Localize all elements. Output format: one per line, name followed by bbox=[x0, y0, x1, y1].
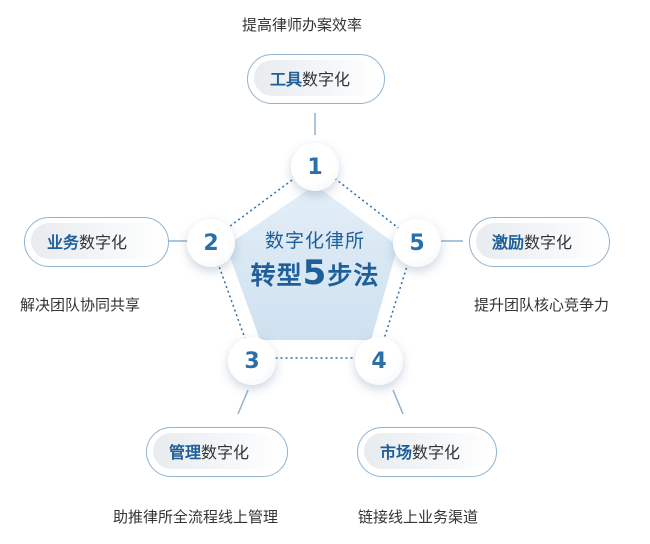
step-5-caption: 提升团队核心竞争力 bbox=[474, 296, 610, 314]
center-text-a: 转型 bbox=[250, 261, 303, 290]
step-2-caption: 解决团队协同共享 bbox=[20, 296, 141, 314]
connector-4 bbox=[392, 389, 404, 415]
pentagon bbox=[226, 185, 398, 340]
step-pill-5-inner: 激励数字化 bbox=[476, 223, 602, 259]
step-node-4: 4 bbox=[355, 337, 403, 385]
step-1-highlight: 工具 bbox=[270, 70, 303, 89]
step-3-highlight: 管理 bbox=[169, 443, 202, 462]
step-3-label: 数字化 bbox=[201, 443, 250, 462]
step-node-2: 2 bbox=[187, 219, 235, 267]
step-5-highlight: 激励 bbox=[492, 233, 525, 252]
step-3-caption: 助推律所全流程线上管理 bbox=[113, 508, 279, 526]
step-4-highlight: 市场 bbox=[380, 443, 413, 462]
step-pill-5: 激励数字化 bbox=[469, 217, 610, 267]
step-pill-4: 市场数字化 bbox=[357, 427, 497, 477]
step-node-3: 3 bbox=[228, 337, 276, 385]
center-title-line1: 数字化律所 bbox=[264, 230, 365, 252]
step-4-label: 数字化 bbox=[412, 443, 461, 462]
step-pill-3: 管理数字化 bbox=[146, 427, 288, 477]
center-text-b: 步法 bbox=[327, 261, 380, 290]
center-title-line2: 转型5步法 bbox=[235, 254, 395, 295]
step-pill-1-inner: 工具数字化 bbox=[254, 60, 376, 96]
step-1-label: 数字化 bbox=[302, 70, 351, 89]
step-pill-1: 工具数字化 bbox=[247, 54, 385, 104]
center-number: 5 bbox=[302, 253, 328, 293]
step-node-5: 5 bbox=[393, 219, 441, 267]
step-pill-4-inner: 市场数字化 bbox=[364, 433, 490, 469]
step-node-1: 1 bbox=[291, 143, 339, 191]
step-2-label: 数字化 bbox=[79, 233, 128, 252]
step-4-caption: 链接线上业务渠道 bbox=[358, 508, 479, 526]
step-2-highlight: 业务 bbox=[47, 233, 80, 252]
center-title: 数字化律所 转型5步法 bbox=[235, 228, 395, 295]
step-5-label: 数字化 bbox=[524, 233, 573, 252]
connector-3 bbox=[237, 389, 249, 415]
step-pill-3-inner: 管理数字化 bbox=[153, 433, 279, 469]
step-1-caption: 提高律师办案效率 bbox=[242, 16, 363, 34]
step-pill-2: 业务数字化 bbox=[24, 217, 169, 267]
step-pill-2-inner: 业务数字化 bbox=[31, 223, 161, 259]
